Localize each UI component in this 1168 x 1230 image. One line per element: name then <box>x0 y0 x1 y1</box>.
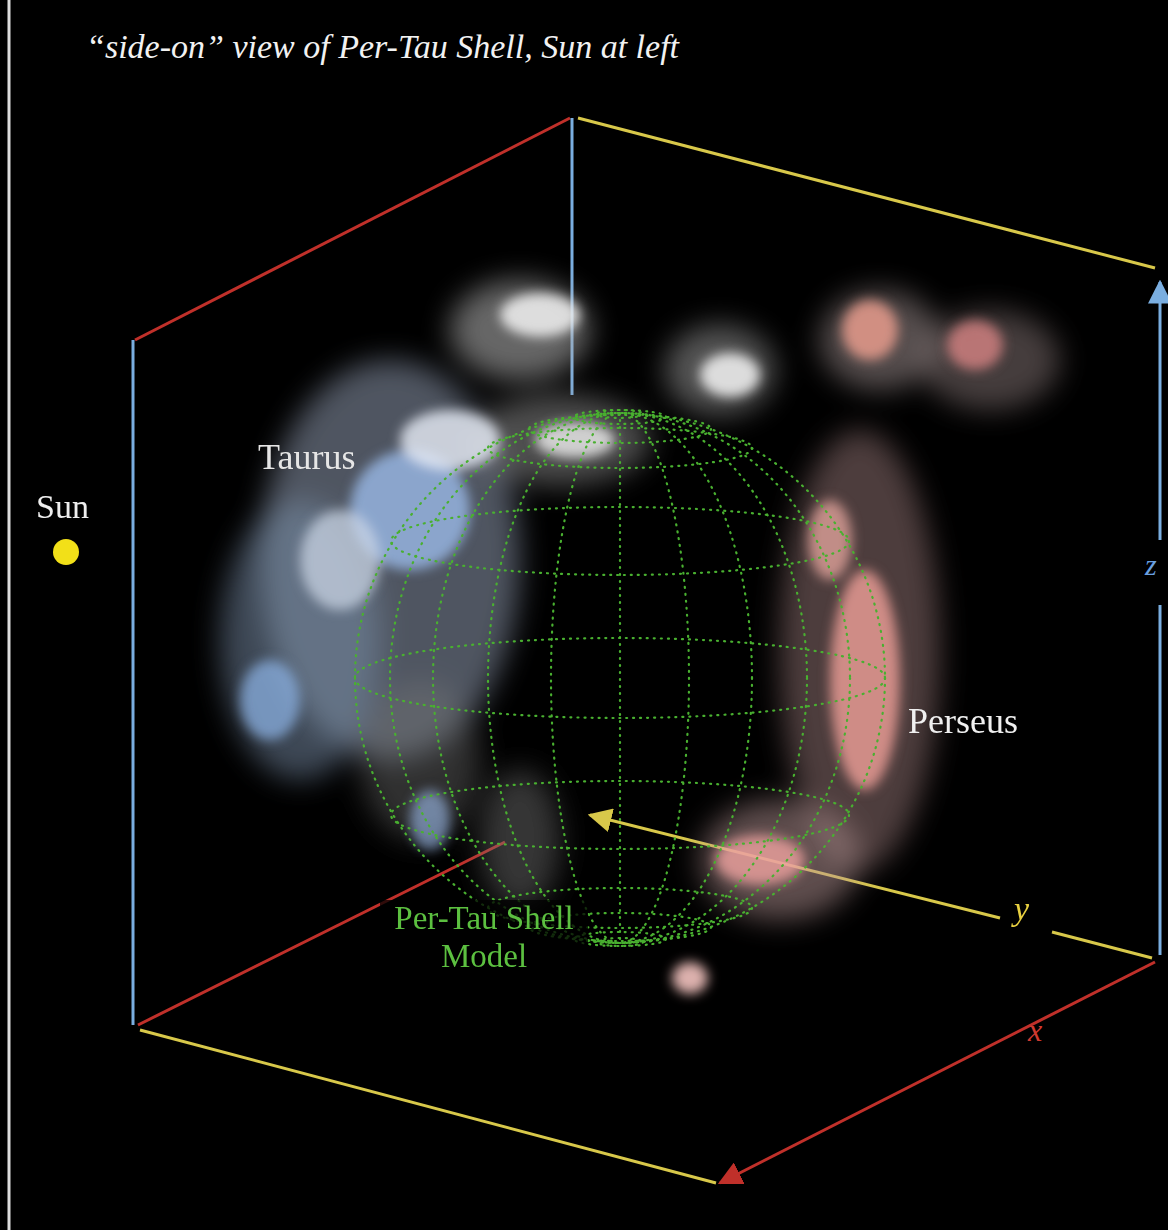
cloud-label: Taurus <box>258 436 355 478</box>
axis-label: y <box>1014 890 1029 928</box>
axis-box <box>133 118 1160 1183</box>
axis-label: z <box>1145 548 1157 582</box>
cloud-label: Perseus <box>908 700 1018 742</box>
sun-dot <box>53 539 79 565</box>
cloud-detail <box>240 293 1003 994</box>
cloud-glow <box>220 280 1060 920</box>
axis-label: x <box>1028 1012 1042 1049</box>
diagram-title: “side-on” view of Per-Tau Shell, Sun at … <box>86 28 679 66</box>
model-label: Per-Tau Shell Model <box>380 900 588 976</box>
frame-line <box>8 0 11 1230</box>
shell-sphere <box>355 410 885 946</box>
sun-label: Sun <box>36 488 89 526</box>
